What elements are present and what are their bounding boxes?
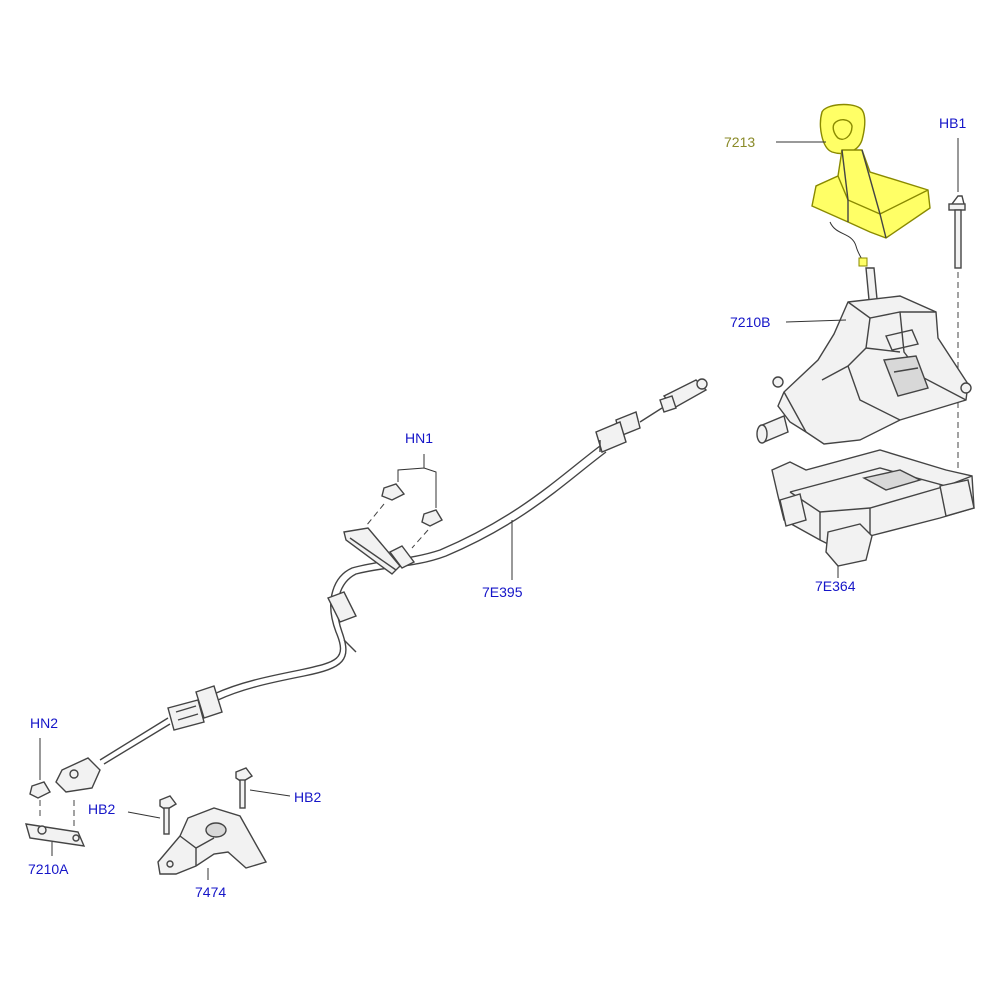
nut-hn1-a[interactable]	[381, 483, 406, 501]
callout-7e364: 7E364	[815, 578, 856, 594]
callout-hb2-right: HB2	[294, 789, 321, 805]
callout-hb1: HB1	[939, 115, 966, 131]
bracket-7474[interactable]	[157, 807, 268, 875]
callout-hn1: HN1	[405, 430, 433, 446]
callout-7474: 7474	[195, 884, 226, 900]
bolt-hb2-left[interactable]	[159, 795, 178, 835]
callout-hb2-left: HB2	[88, 801, 115, 817]
nut-hn1-b[interactable]	[421, 509, 443, 527]
callout-7210b: 7210B	[730, 314, 770, 330]
gear-selector-7210b[interactable]	[756, 267, 972, 445]
bolt-hb1[interactable]	[948, 195, 966, 269]
callout-hn2: HN2	[30, 715, 58, 731]
shift-cable-7e395[interactable]	[55, 378, 708, 793]
callout-7213: 7213	[724, 134, 755, 150]
mounting-bracket-7e364[interactable]	[771, 449, 975, 567]
callout-7210a: 7210A	[28, 861, 69, 877]
callout-7e395: 7E395	[482, 584, 523, 600]
nut-hn2[interactable]	[29, 781, 51, 799]
bolt-hb2-right[interactable]	[235, 767, 254, 809]
shift-knob-7213[interactable]	[811, 103, 931, 267]
lever-7210a[interactable]	[25, 823, 86, 847]
